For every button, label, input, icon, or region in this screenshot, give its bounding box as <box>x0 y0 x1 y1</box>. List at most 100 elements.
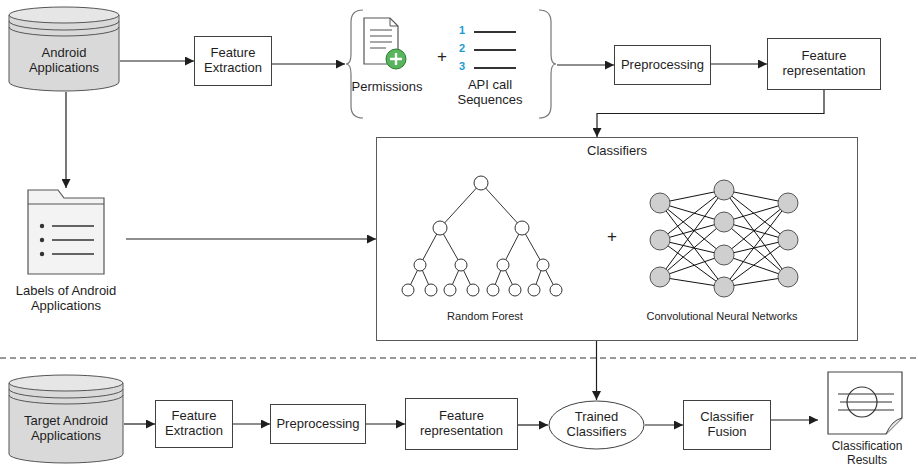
cylinder-ring <box>9 21 119 30</box>
callout-number: 1 <box>456 24 468 36</box>
tree-node <box>467 284 479 296</box>
node-label: Permissions <box>345 80 429 95</box>
node-label: Random Forest <box>422 310 548 323</box>
cnn-neuron <box>714 245 734 265</box>
plus-sign <box>390 53 402 65</box>
text-line <box>370 35 392 37</box>
text-line <box>370 41 392 43</box>
label-holder: 3 <box>456 60 468 72</box>
tree-branch <box>481 183 522 228</box>
folder-edge <box>28 204 104 205</box>
text-holder: Android Applications <box>8 46 120 76</box>
text-holder: Feature representation <box>406 399 517 449</box>
tree-node <box>433 221 447 235</box>
cnn-neuron <box>650 230 670 250</box>
node-label: Classifier Fusion <box>688 410 766 440</box>
node-label: Target Android Applications <box>8 414 124 444</box>
folder-outline <box>28 190 104 274</box>
tree-node <box>550 284 562 296</box>
flow-arrow <box>65 92 66 188</box>
flow-arrow <box>124 423 155 424</box>
document-fold <box>390 18 398 26</box>
process-box: Feature Extraction <box>155 400 233 448</box>
label-holder: + <box>432 48 452 67</box>
tree-node <box>487 284 499 296</box>
text-holder: Trained Classifiers <box>548 400 645 450</box>
text-holder: Classification Results <box>818 440 916 468</box>
text-holder: Feature representation <box>768 39 880 89</box>
api-list-icon <box>474 32 516 68</box>
tree-node <box>474 176 488 190</box>
feature-brace-group: Permissions API call Sequences <box>345 8 557 120</box>
node-shape <box>818 370 916 438</box>
cnn-weight <box>660 222 724 277</box>
flow-arrow <box>597 90 824 137</box>
node-label: Classification Results <box>818 440 916 468</box>
list-line <box>474 31 516 33</box>
tree-node <box>509 284 521 296</box>
classifier-panel: ClassifiersRandom Forest Convolutional Ne… <box>376 137 858 341</box>
cnn-neuron <box>650 267 670 287</box>
bullet-dot <box>40 252 44 256</box>
cnn-neuron <box>778 193 798 213</box>
bullet-line <box>52 239 94 240</box>
tree-node <box>414 259 426 271</box>
flow-arrow <box>518 424 548 425</box>
text-holder: Feature Extraction <box>195 37 271 85</box>
random-forest-tree <box>402 176 562 296</box>
cnn-weight <box>724 222 788 277</box>
tree-node <box>528 284 540 296</box>
node-label: Labels of Android Applications <box>6 284 126 314</box>
cylinder-body <box>9 15 119 91</box>
bullet-dot <box>40 224 44 228</box>
label-holder: + <box>602 228 622 247</box>
node-label: Preprocessing <box>276 417 359 432</box>
cnn-neuron <box>714 277 734 297</box>
page-line <box>838 410 894 411</box>
page-line <box>838 394 894 395</box>
node-label: Feature representation <box>410 409 513 439</box>
text-holder: Random Forest <box>422 310 548 323</box>
cylinder-ring <box>9 395 123 404</box>
label-holder: 2 <box>456 42 468 54</box>
label-folder: Labels of Android Applications <box>6 188 126 322</box>
cnn-neuron <box>714 212 734 232</box>
cnn-neuron <box>778 230 798 250</box>
node-label: Feature Extraction <box>199 46 267 76</box>
label-holder: 1 <box>456 24 468 36</box>
node-label: Trained Classifiers <box>558 410 635 440</box>
bullet-line <box>52 253 94 254</box>
text-holder: Permissions <box>345 80 429 95</box>
right-brace <box>539 10 556 118</box>
cnn-weight <box>660 190 724 240</box>
cylinder-top <box>9 375 123 391</box>
tree-node <box>515 221 529 235</box>
text-holder: Preprocessing <box>615 46 710 84</box>
model-ellipse: Trained Classifiers <box>548 400 645 450</box>
flow-arrow <box>711 63 767 64</box>
page-curl <box>886 418 902 434</box>
node-label: Convolutional Neural Networks <box>629 310 815 323</box>
callout-number: 2 <box>456 42 468 54</box>
tree-branch <box>440 183 481 228</box>
bullet-dot <box>40 238 44 242</box>
cnn-neuron <box>714 180 734 200</box>
database-cylinder: Android Applications <box>8 6 120 92</box>
cnn-neuron <box>778 267 798 287</box>
flow-arrow <box>366 423 405 424</box>
text-holder: Classifiers <box>377 144 857 159</box>
plus-sign: + <box>432 48 452 67</box>
text-line <box>370 47 386 49</box>
node-shape <box>345 8 557 120</box>
flow-arrow <box>557 64 614 65</box>
text-holder: Preprocessing <box>271 405 365 443</box>
flow-arrow <box>272 63 345 64</box>
cnn-neuron <box>650 193 670 213</box>
process-box: Classifier Fusion <box>683 400 771 450</box>
permissions-icon <box>364 18 406 69</box>
node-label: API call Sequences <box>447 78 533 108</box>
list-line <box>474 49 516 51</box>
database-cylinder: Target Android Applications <box>8 374 124 464</box>
flow-arrow <box>120 60 194 61</box>
